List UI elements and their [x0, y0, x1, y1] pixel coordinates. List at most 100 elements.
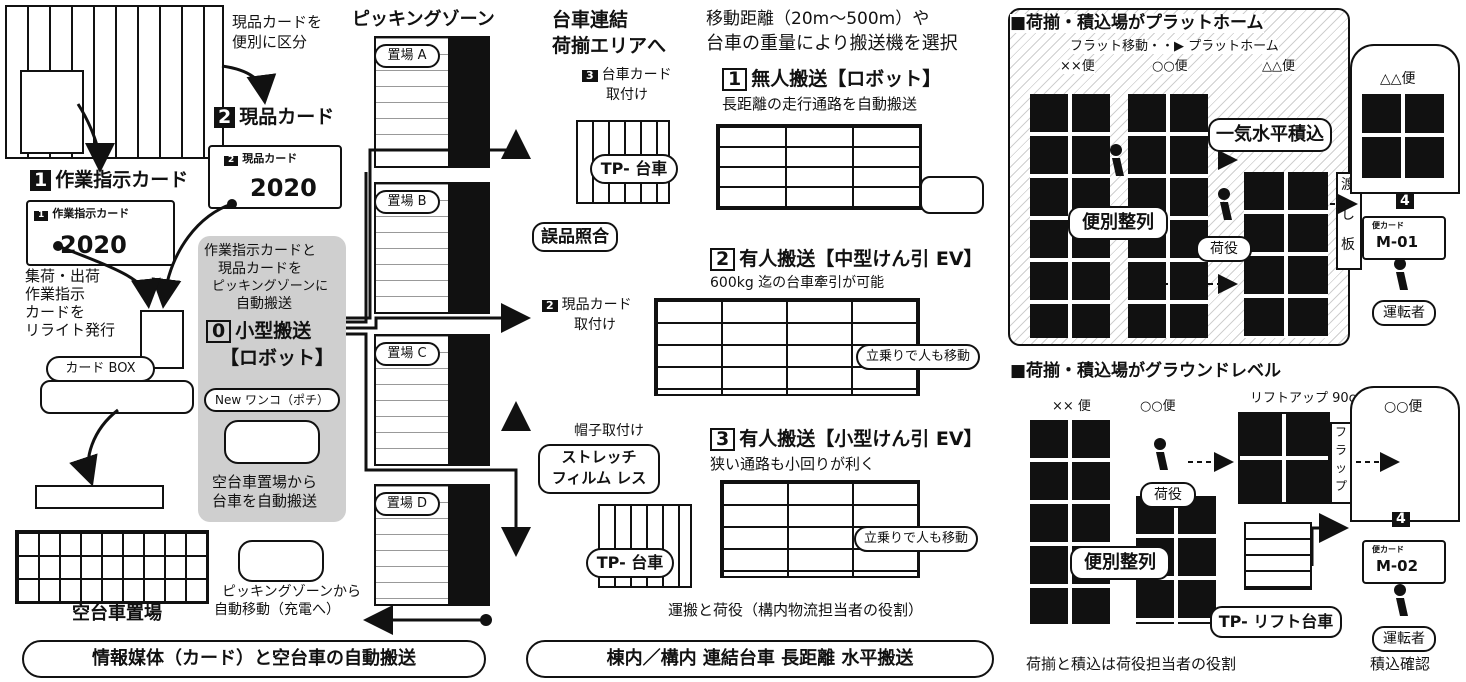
flap-3: ッ: [1335, 461, 1348, 475]
empty-cart-yard: [15, 530, 209, 604]
rewrite-note-4: リライト発行: [25, 321, 116, 339]
t1-robot-tug: [920, 176, 984, 214]
arrow-box-to-table: [69, 408, 119, 487]
transport-header-1: 移動距離（20m〜500m）や: [706, 9, 930, 29]
flap-4: プ: [1335, 479, 1348, 493]
ground-tp-lift: TP- リフト台車: [1210, 606, 1342, 638]
platform-bin-oo: ○○便: [1152, 59, 1188, 75]
platform-one-shot: 一気水平積込: [1208, 118, 1332, 152]
center-step2-2: 取付け: [574, 317, 616, 333]
handling-note: 運搬と荷役（構内物流担当者の役割）: [668, 601, 924, 619]
ground-step4: 4: [1392, 511, 1414, 528]
t1-carts: [716, 124, 922, 210]
center-title-2: 荷揃エリアへ: [552, 35, 667, 57]
t2-ride: 立乗りで人も移動: [856, 344, 980, 370]
ground-bin-oo: ○○便: [1140, 399, 1176, 414]
transport-header-2: 台車の重量により搬送機を選択: [706, 33, 958, 54]
flap-2: ラ: [1335, 443, 1348, 457]
platform-bin-xx: ××便: [1060, 59, 1095, 75]
robot-name: New ワンコ（ポチ）: [204, 388, 340, 412]
bridge-2: し: [1341, 207, 1355, 223]
rewrite-note-2: 作業指示: [25, 285, 86, 303]
ground-title: ■荷揃・積込場がグラウンドレベル: [1010, 361, 1282, 381]
ground-lift-cart: [1244, 522, 1312, 590]
robot-pochi-moving-icon: [238, 540, 324, 582]
ground-driver: 運転者: [1372, 626, 1436, 652]
zone-d-label: 置場 D: [374, 492, 440, 516]
platform-truck-load: [1362, 94, 1444, 178]
zone-c-label: 置場 C: [374, 342, 440, 366]
ground-note-right: 積込確認: [1370, 655, 1431, 673]
card-sorter-panel: [20, 70, 84, 154]
robot-pochi-icon: [224, 420, 320, 464]
ground-card-code: M-02: [1376, 557, 1419, 575]
platform-bin-card: 便カード M-01: [1362, 216, 1446, 260]
ground-truck-bin: ○○便: [1384, 399, 1423, 415]
flap-1: フ: [1335, 425, 1348, 439]
robot-empty-note-1: 空台車置場から: [212, 473, 318, 491]
card-box-table: [40, 380, 194, 414]
arrow-to-zone-b: [346, 172, 368, 324]
platform-truck-bin: △△便: [1380, 71, 1416, 87]
platform-step4: 4: [1396, 193, 1418, 210]
tp-cart-label-2: TP- 台車: [586, 548, 674, 578]
platform-flat-move: フラット移動・・▶ プラットホーム: [1070, 39, 1279, 55]
ground-stack-xx: [1030, 420, 1110, 624]
t3-desc: 狭い通路も小回りが利く: [710, 455, 876, 473]
mispick-check: 誤品照合: [532, 222, 618, 252]
card-sort-note-1: 現品カードを: [232, 13, 323, 31]
transport-bottom-label: 棟内／構内 連結台車 長距離 水平搬送: [526, 640, 994, 678]
tp-cart-label: TP- 台車: [590, 154, 678, 184]
robot-desc-2: 現品カードを: [218, 261, 302, 277]
ground-bin-xx: ×× 便: [1052, 399, 1091, 414]
platform-card-small: 便カード: [1372, 221, 1404, 230]
left-bottom-label: 情報媒体（カード）と空台車の自動搬送: [22, 640, 486, 678]
to-charge-2: 自動移動（充電へ）: [214, 602, 340, 618]
center-step3-2: 取付け: [606, 87, 648, 103]
robot-desc-1: 作業指示カードと: [204, 243, 316, 259]
ground-sort: 便別整列: [1070, 546, 1170, 580]
stretch-1: ストレッチ: [561, 448, 637, 466]
t2-desc: 600kg 迄の台車牽引が可能: [710, 275, 885, 291]
zone-b-label: 置場 B: [374, 190, 440, 214]
bridge-3: 板: [1341, 237, 1355, 253]
robot-desc-3: ピッキングゾーンに: [212, 279, 329, 294]
zone-a-label: 置場 A: [374, 44, 440, 68]
ground-load: 荷役: [1140, 482, 1196, 508]
t1-desc: 長距離の走行通路を自動搬送: [722, 95, 918, 113]
cap-attach: 帽子取付け: [574, 423, 644, 439]
to-charge-1: ピッキングゾーンから: [222, 584, 362, 600]
step1-card-title: 作業指示カード: [52, 207, 130, 220]
rewrite-note-1: 集荷・出荷: [25, 267, 101, 285]
platform-driver: 運転者: [1372, 300, 1436, 326]
arrow-sort-to-card2: [221, 64, 277, 105]
platform-load: 荷役: [1196, 236, 1252, 262]
empty-cart-table: [35, 485, 164, 509]
step2-card-code: 2020: [250, 174, 317, 202]
platform-title: ■荷揃・積込場がプラットホーム: [1010, 13, 1264, 33]
arrow-ground-truck: [1310, 513, 1349, 566]
card-box-label: カード BOX: [46, 356, 155, 382]
platform-stack-tt: [1244, 172, 1328, 338]
t3-ride: 立乗りで人も移動: [854, 526, 978, 552]
robot-empty-note-2: 台車を自動搬送: [212, 492, 318, 510]
center-title-1: 台車連結: [552, 9, 629, 31]
ground-lifted-load: [1238, 412, 1330, 504]
picking-zone-title: ピッキングゾーン: [352, 9, 495, 30]
robot-desc-4: 自動搬送: [236, 296, 292, 312]
card-sort-note-2: 便別に区分: [232, 33, 308, 51]
dot-charge: [480, 614, 492, 626]
step2-card-title: 現品カード: [242, 152, 298, 165]
rewrite-note-3: カードを: [25, 303, 86, 321]
ground-lift: リフトアップ 90cm: [1250, 391, 1369, 406]
